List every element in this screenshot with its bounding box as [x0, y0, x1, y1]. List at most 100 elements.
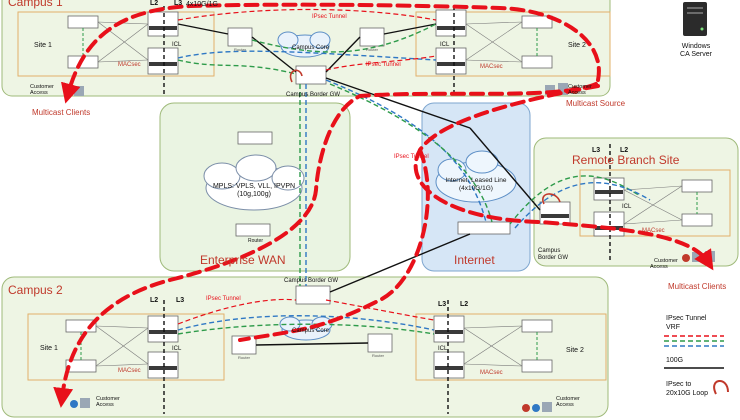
campus2-l3-label: L3 — [176, 297, 184, 304]
wan-title: Enterprise WAN — [200, 253, 286, 267]
legend-loop-icon — [713, 380, 729, 395]
campus2-title: Campus 2 — [8, 283, 63, 297]
branch-access-bottom — [681, 213, 713, 227]
campus2-core-label: Campus Core — [292, 328, 330, 334]
campus1-site1-label: Site 1 — [34, 42, 52, 49]
campus1-multicast-source: Multicast Source — [566, 99, 626, 108]
link-100g — [177, 23, 541, 346]
legend-ipsec-label: IPsec Tunnel — [666, 315, 707, 322]
campus1-ipsec-label: IPsec Tunnel — [312, 14, 347, 20]
wan-router-label: Router — [248, 238, 263, 244]
campus1-site1-box — [17, 11, 215, 77]
branch-distribution-top — [593, 177, 625, 201]
wan-router-bottom — [235, 223, 271, 237]
campus2-ipsec-label: IPsec Tunnel — [206, 296, 241, 302]
windows-ca-server-icon — [683, 2, 707, 36]
branch-distribution-bottom — [593, 211, 625, 237]
branch-l3-label: L3 — [592, 147, 600, 154]
c2-border-gw — [295, 285, 331, 305]
c1-s2-distribution-top — [435, 9, 467, 37]
c1-s1-distribution-bottom — [147, 47, 179, 75]
c2-s1-distribution-bottom — [147, 351, 179, 379]
campus1-macsec-left: MACsec — [118, 62, 141, 68]
branch-macsec-label: MACsec — [642, 228, 665, 234]
c1-core-router-right — [359, 27, 385, 47]
campus2-l3-label-right: L3 — [438, 301, 446, 308]
c1-s1-access-top — [67, 15, 99, 29]
c2-s2-distribution-top — [433, 315, 465, 343]
campus2-border-label: Campus Border GW — [284, 278, 338, 284]
ipsec-loop-icon — [289, 69, 303, 83]
wan-router-top — [237, 131, 273, 145]
router-label: Router — [372, 353, 385, 358]
wan-cloud-label: MPLS: VPLS, VLL, IPVPN(10g,100g) — [213, 183, 295, 198]
ipsec-tunnel-links — [177, 8, 437, 325]
campus1-uplink-label: 4x10G/1G — [186, 1, 218, 8]
c1-core-router-left — [227, 27, 253, 47]
router-label: Router — [234, 47, 247, 52]
branch-icl-label: ICL — [622, 204, 632, 210]
campus2-site1-label: Site 1 — [40, 345, 58, 352]
legend-100g-label: 100G — [666, 357, 683, 364]
internet-cloud-label: Internet, Leased Line(4x10G/1G) — [445, 177, 506, 192]
c1-s2-access-bottom — [521, 55, 553, 69]
campus1-multicast-clients: Multicast Clients — [32, 108, 90, 117]
c2-core-router-right — [367, 333, 393, 353]
campus2-site2-label: Site 2 — [566, 347, 584, 354]
c2-s2-access-bottom — [521, 359, 553, 373]
multicast-path — [53, 2, 714, 408]
campus1-ipsec-label-2: IPsec Tunnel — [366, 62, 401, 68]
campus1-icl-label: ICL — [172, 42, 182, 48]
c2-core-router-left — [231, 335, 257, 355]
customer-access-icon — [522, 402, 552, 412]
campus2-macsec-left: MACsec — [118, 368, 141, 374]
branch-title: Remote Branch Site — [572, 153, 680, 167]
campus1-site2-box — [415, 11, 611, 77]
router-label: Router — [238, 355, 251, 360]
internet-router — [457, 221, 511, 235]
campus1-l3-label: L3 — [174, 0, 182, 7]
branch-site-box — [579, 169, 731, 237]
campus2-region — [1, 276, 609, 418]
c1-border-gw — [295, 65, 327, 85]
campus2-icl-label: ICL — [172, 346, 182, 352]
router-label: Router — [366, 47, 379, 52]
ipsec-mid-label: IPsec Tunnel — [394, 154, 429, 160]
c1-s1-distribution-top — [147, 11, 179, 37]
campus1-title: Campus 1 — [8, 0, 63, 9]
c2-s2-distribution-bottom — [433, 351, 465, 379]
campus2-l2-label: L2 — [150, 297, 158, 304]
campus2-l2-label-right: L2 — [460, 301, 468, 308]
wan-mpls-cloud — [203, 154, 305, 211]
ipsec-loop-icon — [542, 193, 561, 205]
branch-access-top — [681, 179, 713, 193]
branch-l2-label: L2 — [620, 147, 628, 154]
campus2-site2-box — [415, 313, 607, 381]
campus2-macsec-right: MACsec — [480, 370, 503, 376]
campus2-icl-label-right: ICL — [438, 346, 448, 352]
internet-title: Internet — [454, 253, 495, 267]
campus1-core-label: Campus Core — [292, 45, 330, 51]
c1-s2-distribution-bottom — [435, 47, 467, 75]
legend-vrf-label: VRF — [666, 324, 680, 331]
campus1-icl-label-right: ICL — [440, 42, 450, 48]
campus1-border-label: Campus Border GW — [286, 92, 340, 98]
campus1-l2-label: L2 — [150, 0, 158, 7]
campus2-site1-box — [27, 313, 225, 381]
branch-multicast-clients: Multicast Clients — [668, 282, 726, 291]
internet-cloud — [435, 150, 517, 203]
campus1-macsec-right: MACsec — [480, 64, 503, 70]
c2-s1-distribution-top — [147, 315, 179, 343]
c2-s2-access-top — [521, 319, 553, 333]
